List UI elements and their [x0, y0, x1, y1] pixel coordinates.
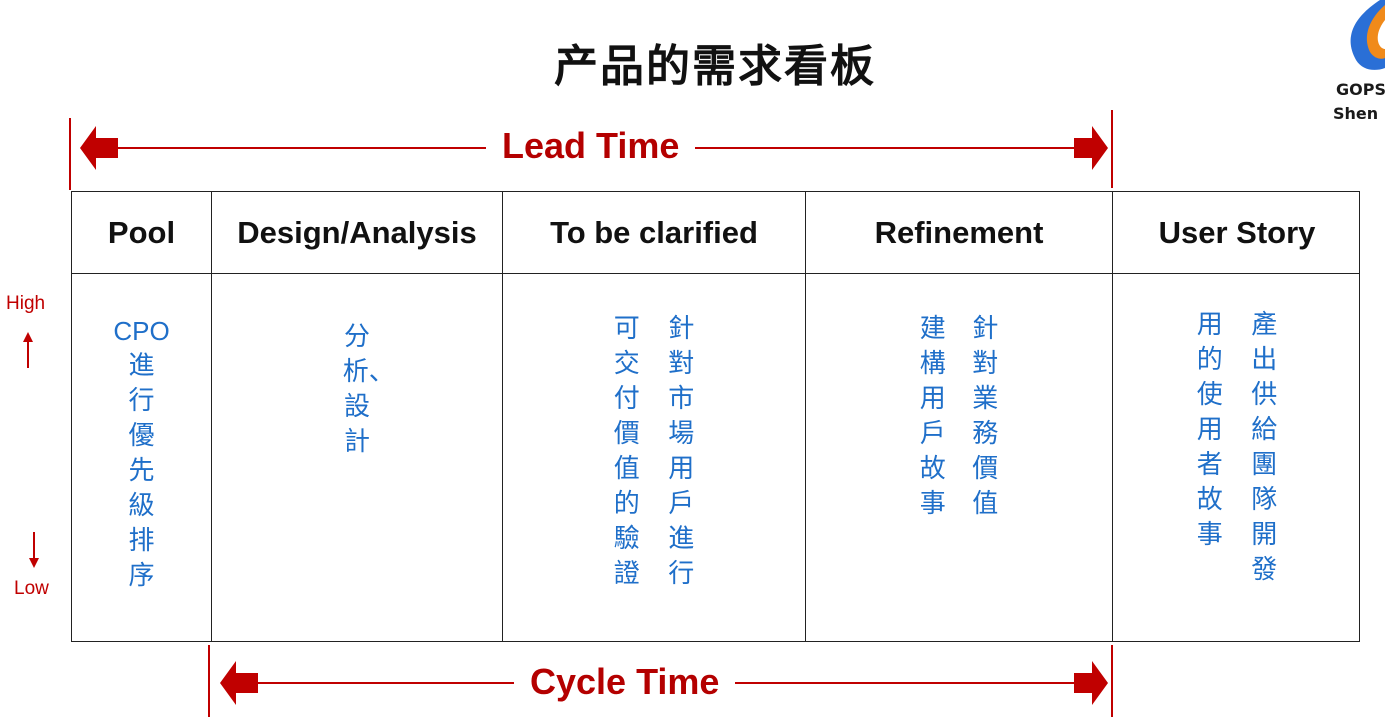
- lead-time-label: Lead Time: [486, 126, 696, 166]
- column-divider: [211, 192, 212, 641]
- refinement-text-col-1: 針對業務價值: [971, 312, 1000, 641]
- column-header-to-be-clarified: To be clarified: [550, 214, 758, 250]
- pool-text-line-2: 進行優先級排序: [128, 351, 155, 591]
- kanban-board: Pool Design/Analysis To be clarified Ref…: [71, 191, 1360, 642]
- column-body-user-story: 產出供給團隊開發 用的使用者故事: [1113, 274, 1361, 641]
- cycle-time-right-arrowhead: [1074, 661, 1108, 705]
- clarified-text-col-1: 針對市場用戶進行: [667, 312, 696, 641]
- pool-text-line-1: CPO: [113, 316, 170, 346]
- refinement-text-line-1: 針對業務價值: [972, 314, 999, 519]
- column-divider: [805, 192, 806, 641]
- pool-text: CPO 進行優先級排序: [113, 314, 169, 641]
- column-body-design-analysis: 分析、設計: [212, 274, 502, 641]
- design-text: 分析、設計: [342, 320, 395, 641]
- lead-time-right-arrowhead: [1074, 126, 1108, 170]
- lead-time-left-arrowhead: [80, 126, 118, 170]
- user-story-text-line-1: 產出供給團隊開發: [1251, 310, 1278, 585]
- logo-text-line2: Shen: [1333, 104, 1379, 123]
- column-body-to-be-clarified: 針對市場用戶進行 可交付價值的驗證: [503, 274, 805, 641]
- logo-flame-icon: [1350, 0, 1385, 70]
- clarified-text-line-1: 針對市場用戶進行: [668, 314, 695, 589]
- company-logo: GOPS Shen: [1322, 0, 1385, 125]
- user-story-text-col-1: 產出供給團隊開發: [1250, 308, 1279, 641]
- priority-low-label: Low: [14, 578, 49, 599]
- priority-high-label: High: [6, 293, 46, 314]
- clarified-text-col-2: 可交付價值的驗證: [612, 312, 641, 641]
- refinement-text-line-2: 建構用戶故事: [919, 314, 946, 519]
- column-header-refinement: Refinement: [874, 214, 1044, 250]
- cycle-time-label: Cycle Time: [514, 662, 736, 702]
- clarified-text-line-2: 可交付價值的驗證: [613, 314, 640, 589]
- column-body-refinement: 針對業務價值 建構用戶故事: [806, 274, 1112, 641]
- design-text-line-1: 分析、設計: [342, 322, 395, 457]
- priority-up-arrowhead: [23, 332, 33, 342]
- page-title: 产品的需求看板: [554, 41, 876, 92]
- header-divider: [72, 273, 1359, 274]
- priority-down-arrowhead: [29, 558, 39, 568]
- user-story-text-line-2: 用的使用者故事: [1196, 310, 1223, 550]
- refinement-text-col-2: 建構用戶故事: [918, 312, 947, 641]
- column-header-user-story: User Story: [1158, 214, 1316, 250]
- column-header-pool: Pool: [107, 214, 176, 250]
- column-body-pool: CPO 進行優先級排序: [72, 274, 211, 641]
- column-header-design-analysis: Design/Analysis: [237, 214, 477, 250]
- cycle-time-left-arrowhead: [220, 661, 258, 705]
- column-divider: [502, 192, 503, 641]
- column-divider: [1112, 192, 1113, 641]
- user-story-text-col-2: 用的使用者故事: [1195, 308, 1224, 641]
- logo-text-line1: GOPS: [1336, 80, 1385, 99]
